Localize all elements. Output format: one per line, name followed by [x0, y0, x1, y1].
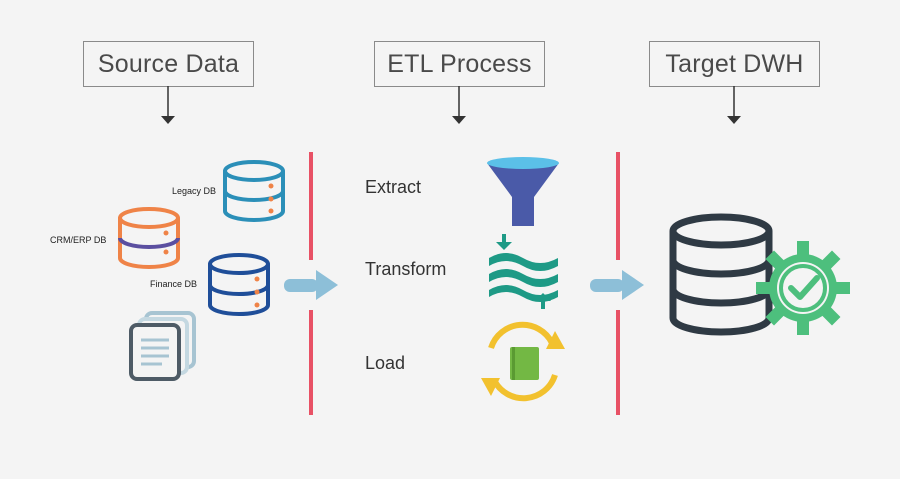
documents-icon [129, 311, 196, 381]
finance-db-label: Finance DB [150, 279, 198, 289]
finance-db-icon [208, 253, 270, 316]
transform-waves-icon [489, 234, 558, 309]
extract-label: Extract [365, 177, 422, 197]
gear-check-icon [756, 241, 850, 335]
target-dwh-header: Target DWH [649, 41, 820, 87]
source-data-header: Source Data [83, 41, 254, 87]
flow-arrow-left-icon [284, 270, 338, 300]
legacy-db-label: Legacy DB [172, 186, 217, 196]
legacy-db-icon [223, 160, 285, 222]
transform-label: Transform [365, 259, 447, 279]
load-label: Load [365, 353, 406, 373]
target-down-arrow [727, 86, 741, 124]
flow-arrow-right-icon [590, 270, 644, 300]
load-cycle-icon [481, 321, 565, 402]
dwh-database-icon [669, 213, 773, 336]
crm-erp-db-icon [118, 207, 180, 269]
source-down-arrow [161, 86, 175, 124]
transform-up-arrow-icon [535, 293, 551, 309]
funnel-icon [487, 157, 559, 226]
etl-down-arrow [452, 86, 466, 124]
flow-arrows [284, 270, 644, 300]
crm-erp-db-label: CRM/ERP DB [50, 235, 107, 245]
header-arrows [161, 86, 741, 124]
transform-down-arrow-icon [496, 234, 512, 250]
dividers [309, 152, 620, 415]
